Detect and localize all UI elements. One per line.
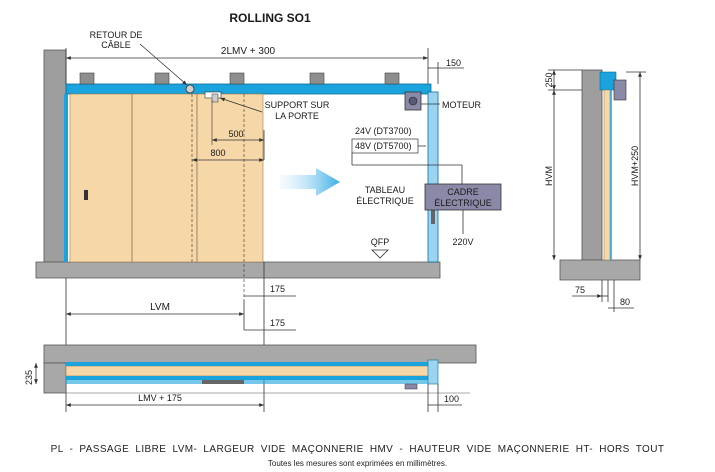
guide-post — [427, 91, 439, 263]
electric-frame — [424, 183, 502, 211]
diagram-title: ROLLING SO1 — [229, 11, 311, 25]
side-dim-80: 80 — [620, 297, 630, 307]
door-panel-1 — [69, 93, 133, 263]
door-handle — [84, 190, 88, 200]
side-dim-75: 75 — [575, 285, 585, 295]
side-head-bracket — [599, 71, 617, 91]
plan-post — [427, 359, 439, 385]
cable-return-pulley — [185, 84, 195, 94]
side-dim-250: 250 — [544, 72, 554, 87]
dim-500: 500 — [228, 129, 243, 139]
door-support-label-line2: LA PORTE — [275, 111, 319, 121]
dim-150: 150 — [446, 58, 461, 68]
dim-800: 800 — [210, 148, 225, 158]
side-motor — [613, 79, 627, 101]
dim-235: 235 — [24, 370, 34, 385]
motor-label: MOTEUR — [442, 100, 481, 110]
plan-rail-bottom — [66, 376, 430, 380]
floor — [35, 261, 441, 279]
overall-width-label: 2LMV + 300 — [221, 46, 276, 57]
door-panel-2 — [131, 93, 198, 263]
electric-frame-label-line1: CADRE — [447, 187, 479, 197]
rail-brackets — [79, 72, 400, 85]
side-floor — [559, 259, 641, 281]
door-panel-3 — [196, 93, 264, 263]
plan-door — [65, 365, 431, 377]
dim-100: 100 — [444, 394, 459, 404]
side-door — [603, 89, 611, 261]
side-hvm-250: HVM+250 — [630, 146, 640, 186]
left-wall — [43, 49, 67, 263]
units-note: Toutes les mesures sont exprimées en mil… — [267, 459, 448, 468]
cable-return-label-line2: CÂBLE — [101, 40, 131, 50]
dim-175-a: 175 — [270, 284, 285, 294]
electric-frame-label-line2: ÉLECTRIQUE — [434, 198, 492, 208]
plan-wall — [43, 344, 477, 364]
panel-label-line1: TABLEAU — [365, 185, 405, 195]
panel-label-line2: ÉLECTRIQUE — [356, 196, 414, 206]
voltage-24v: 24V (DT3700) — [355, 126, 412, 136]
dim-175-b: 175 — [270, 318, 285, 328]
side-wall — [581, 69, 603, 261]
lmv-175-label: LMV + 175 — [138, 393, 182, 403]
top-rail — [65, 83, 432, 95]
lvm-label: LVM — [150, 302, 170, 313]
voltage-48v: 48V (DT5700) — [355, 141, 412, 151]
legend: PL - PASSAGE LIBRE LVM- LARGEUR VIDE MAÇ… — [50, 444, 665, 455]
voltage-220v: 220V — [452, 237, 473, 247]
plan-rail-top — [66, 362, 430, 366]
cable-return-label-line1: RETOUR DE — [90, 30, 143, 40]
direction-arrow — [280, 168, 340, 196]
side-hvm: HVM — [544, 166, 554, 186]
qfp-label: QFP — [371, 237, 390, 247]
door-support-label-line1: SUPPORT SUR — [265, 100, 330, 110]
